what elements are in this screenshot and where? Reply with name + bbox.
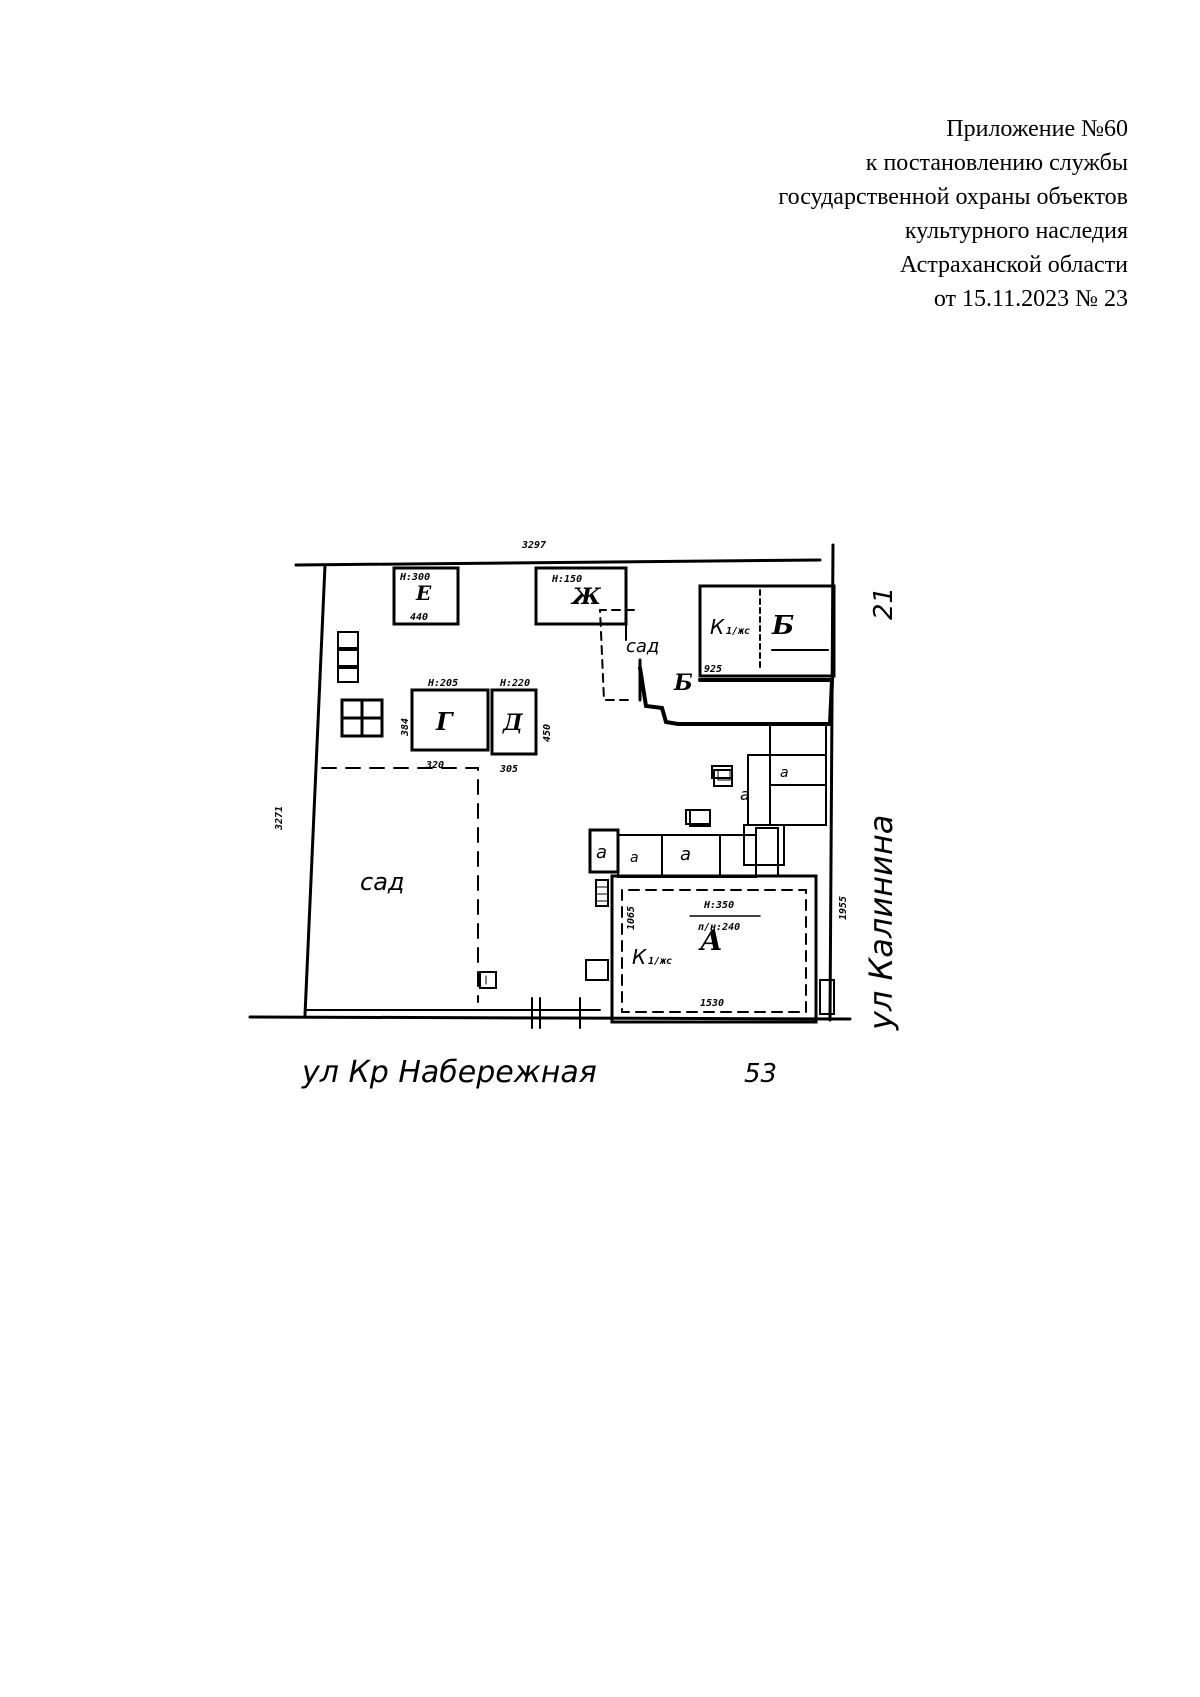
building-G-label: Г: [435, 707, 454, 736]
dim-B: 925: [704, 664, 722, 675]
house-right-number: 21: [869, 587, 899, 620]
annex-a-label-4: а: [780, 765, 789, 781]
material-mark-A: К: [632, 945, 647, 969]
annex-a-label-1: а: [596, 842, 607, 863]
header-line-resolution: к постановлению службы: [865, 150, 1128, 176]
annex-a-label-3: а: [740, 785, 750, 804]
dim-A-bottom: 1530: [700, 998, 724, 1009]
building-B2-label: Б: [673, 670, 693, 696]
material-mark-B: К: [710, 615, 725, 639]
house-bottom-number: 53: [744, 1059, 777, 1089]
height-Zh: Н:150: [551, 574, 582, 585]
dim-left-label: 3271: [274, 806, 285, 831]
building-A-outline: [610, 874, 818, 1024]
header-line-region: Астраханской области: [899, 252, 1128, 278]
header-line-appendix: Приложение №60: [946, 116, 1128, 142]
appendix-header: Приложение №60 к постановлению службы го…: [778, 112, 1128, 316]
header-line-service: государственной охраны объектов: [778, 184, 1128, 210]
building-D-label: Д: [502, 710, 523, 736]
height-A-basement: п/н:240: [698, 922, 740, 933]
dim-A-left: 1065: [626, 906, 637, 930]
building-Zh-label: Ж: [570, 584, 602, 610]
bottom-boundary: [248, 1015, 852, 1021]
material-mark-A-fraction: 1/жс: [648, 956, 672, 967]
left-boundary: [303, 563, 327, 1017]
building-D-outline: [490, 688, 538, 756]
dim-G-left: 384: [400, 718, 411, 737]
building-E-label: Е: [415, 581, 432, 605]
building-E-outline: [392, 566, 460, 626]
annex-a-label-2: а: [680, 844, 691, 865]
building-B2-outline: [638, 666, 835, 726]
dim-top-label: 3297: [521, 540, 546, 551]
dim-G-bottom: 320: [425, 760, 444, 771]
header-line-heritage: культурного наследия: [904, 218, 1128, 244]
height-E: Н:300: [399, 572, 430, 583]
building-B-label: Б: [771, 611, 794, 641]
height-D: Н:220: [499, 678, 530, 689]
garden-boundary: [321, 767, 479, 1003]
header-line-date: от 15.11.2023 № 23: [933, 286, 1128, 312]
street-bottom-label: ул Кр Набережная: [301, 1055, 597, 1090]
material-mark-B-fraction: 1/жс: [726, 626, 750, 637]
annex-a-label-5: а: [630, 850, 639, 866]
garden-small-label: сад: [626, 636, 659, 657]
dim-D-bottom: 305: [499, 764, 518, 775]
height-G: Н:205: [427, 678, 458, 689]
garden-label: сад: [360, 868, 405, 896]
height-A: Н:350: [703, 900, 734, 911]
building-G-outline: [410, 688, 490, 752]
dim-E-bottom: 440: [410, 612, 428, 623]
street-right-label: ул Калинина: [862, 815, 900, 1031]
top-boundary: [294, 558, 822, 567]
dim-right: 1955: [838, 896, 849, 920]
dim-D-right: 450: [542, 724, 553, 742]
building-A-label: А: [698, 924, 723, 957]
building-B-outline: [698, 584, 836, 678]
